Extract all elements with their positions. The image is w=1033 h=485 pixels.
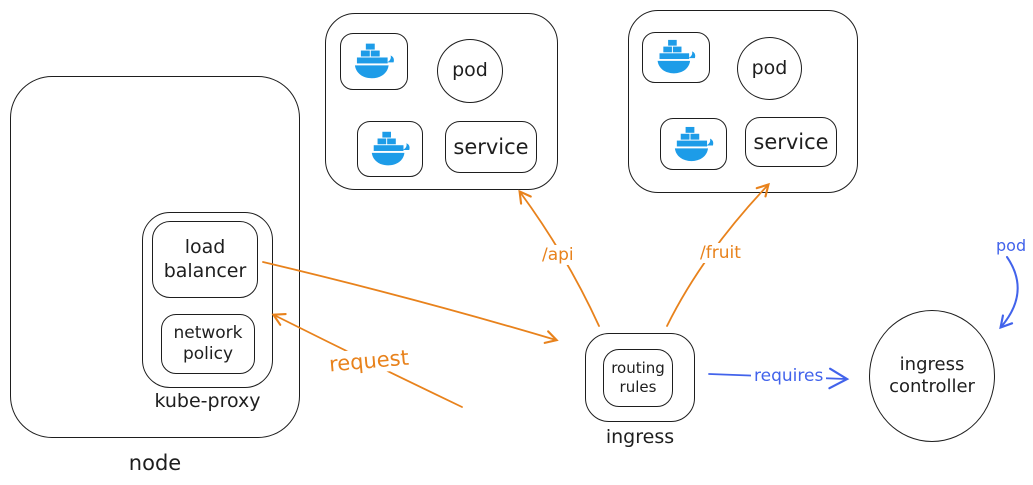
ingress-label: ingress: [605, 426, 675, 448]
network-policy-box: network policy: [161, 314, 255, 374]
service-box: service: [745, 117, 837, 167]
docker-container-box: [340, 33, 408, 90]
docker-whale-icon: [674, 126, 714, 161]
service-box: service: [445, 121, 537, 173]
docker-whale-icon: [657, 40, 696, 74]
api-arrow-label: /api: [539, 245, 577, 265]
arrow-loadbalancer-to-routing-rules: [262, 261, 559, 344]
docker-container-box: [357, 121, 423, 177]
ingress-controller-circle: ingress controller: [869, 310, 995, 442]
docker-container-box: [642, 32, 710, 83]
load-balancer-box: load balancer: [152, 221, 258, 298]
routing-rules-box: routing rules: [603, 349, 673, 407]
pod-circle: pod: [737, 37, 802, 100]
requires-arrow-label: requires: [751, 366, 827, 386]
arrow-pod-pointer: [999, 256, 1019, 330]
kube-proxy-label: kube-proxy: [154, 390, 261, 412]
request-arrow-label: request: [325, 345, 413, 377]
pod-circle: pod: [437, 39, 503, 103]
pod-arrow-label: pod: [993, 236, 1030, 255]
node-label: node: [128, 451, 182, 475]
docker-whale-icon: [371, 131, 410, 166]
docker-whale-icon: [355, 43, 395, 79]
docker-container-box: [660, 118, 727, 170]
fruit-arrow-label: /fruit: [697, 243, 744, 263]
